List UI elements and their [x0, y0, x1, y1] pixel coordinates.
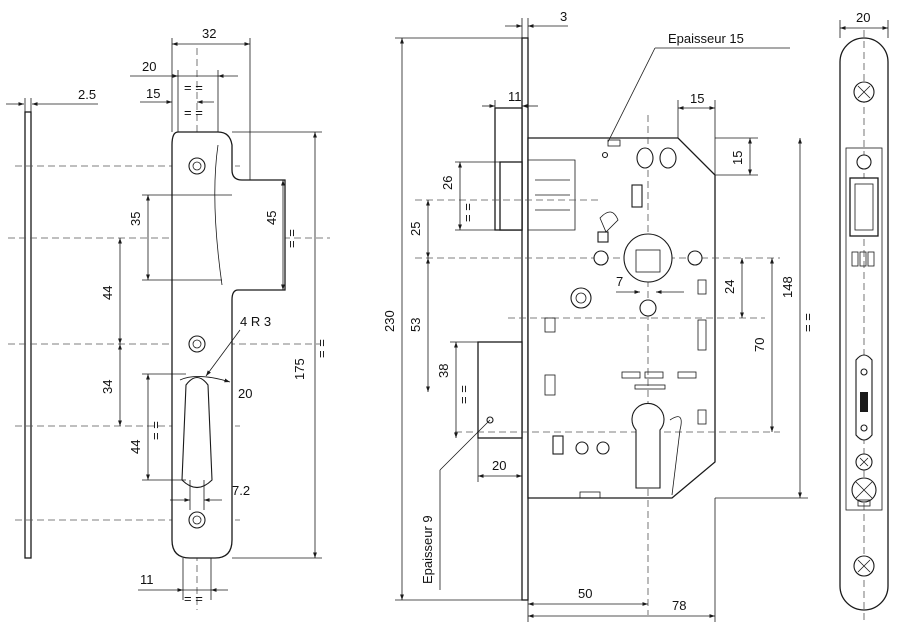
latch-tongue — [477, 341, 523, 439]
dim-bottom: 7.2 11 = = — [138, 480, 250, 606]
dim-45-label: 45 — [264, 211, 279, 225]
latch-slot — [181, 376, 213, 489]
dim-angle-label: 20 — [238, 386, 252, 401]
dim-left: 35 44 34 44 = = — [100, 194, 232, 481]
symmetry-mark-45: = = — [284, 229, 299, 248]
dim-50-label: 50 — [578, 586, 592, 601]
faceplate-front-view: 20 — [839, 10, 889, 620]
dim-radius-label: 4 R 3 — [240, 314, 271, 329]
screw-hole-mid — [188, 335, 206, 353]
dim-78-label: 78 — [672, 598, 686, 613]
dim-thickness-label: 2.5 — [78, 87, 96, 102]
dim-lock-right: 24 70 148 = = — [715, 138, 815, 499]
dim-53-label: 53 — [408, 318, 423, 332]
symmetry-mark-148: = = — [800, 313, 815, 332]
dim-15-label: 15 — [146, 86, 160, 101]
faceplate-bolt-window — [849, 177, 879, 237]
lock-body-view: 3 11 15 15 Epaisseur 15 230 — [382, 9, 815, 622]
dim-230-label: 230 — [382, 310, 397, 332]
dim-20-label: 20 — [142, 59, 156, 74]
dim-lock-7: 7 — [616, 274, 684, 294]
dim-44-bottom-label: 44 — [128, 440, 143, 454]
dim-lock-bottom: 50 78 — [527, 498, 716, 622]
screw-hole-bottom — [188, 511, 206, 529]
symmetry-mark-top: = = — [184, 80, 203, 95]
dim-44-top-label: 44 — [100, 286, 115, 300]
follower — [623, 233, 673, 283]
dim-3-label: 3 — [560, 9, 567, 24]
dim-lock-left: 230 26 = = 25 53 38 = = 20 Epaisseur 9 — [382, 37, 522, 601]
dim-148-label: 148 — [780, 276, 795, 298]
dim-15-side-label: 15 — [730, 151, 745, 165]
dim-70-label: 70 — [752, 338, 767, 352]
dim-34-label: 34 — [100, 380, 115, 394]
dim-right: 45 = = 175 = = — [232, 131, 329, 559]
dim-175-label: 175 — [292, 358, 307, 380]
faceplate-width-label: 20 — [856, 10, 870, 25]
screw-hole-top — [188, 157, 206, 175]
symmetry-mark-44: = = — [148, 421, 163, 440]
small-pin — [570, 287, 592, 309]
dim-20-label: 20 — [492, 458, 506, 473]
dim-7-2-label: 7.2 — [232, 483, 250, 498]
dim-38-label: 38 — [436, 364, 451, 378]
dim-25-label: 25 — [408, 222, 423, 236]
symmetry-mark-26: = = — [460, 203, 475, 222]
epaisseur-9-label: Epaisseur 9 — [420, 515, 435, 584]
dim-lock-top: 3 11 15 15 Epaisseur 15 — [482, 9, 790, 176]
dim-top-widths: 32 20 = = 15 = = — [130, 26, 251, 180]
dim-7-label: 7 — [616, 274, 623, 289]
symmetry-mark-175: = = — [314, 339, 329, 358]
symmetry-mark-top2: = = — [184, 105, 203, 120]
dim-35-label: 35 — [128, 212, 143, 226]
dim-thickness: 2.5 — [6, 87, 98, 112]
dim-radius: 4 R 3 20 — [179, 314, 271, 401]
dim-32-label: 32 — [202, 26, 216, 41]
dim-11-label: 11 — [140, 572, 154, 587]
dim-26-label: 26 — [440, 176, 455, 190]
strike-plate-view: 2.5 32 20 — [6, 26, 330, 610]
lock-faceplate — [521, 37, 529, 601]
symmetry-mark-bottom: = = — [184, 591, 203, 606]
cylinder-cutout — [631, 402, 665, 489]
dim-15-top-label: 15 — [690, 91, 704, 106]
dim-11-label: 11 — [508, 89, 522, 104]
strike-plate-profile — [24, 111, 32, 559]
symmetry-mark-38: = = — [456, 385, 471, 404]
epaisseur-15-label: Epaisseur 15 — [668, 31, 744, 46]
dim-24-label: 24 — [722, 280, 737, 294]
